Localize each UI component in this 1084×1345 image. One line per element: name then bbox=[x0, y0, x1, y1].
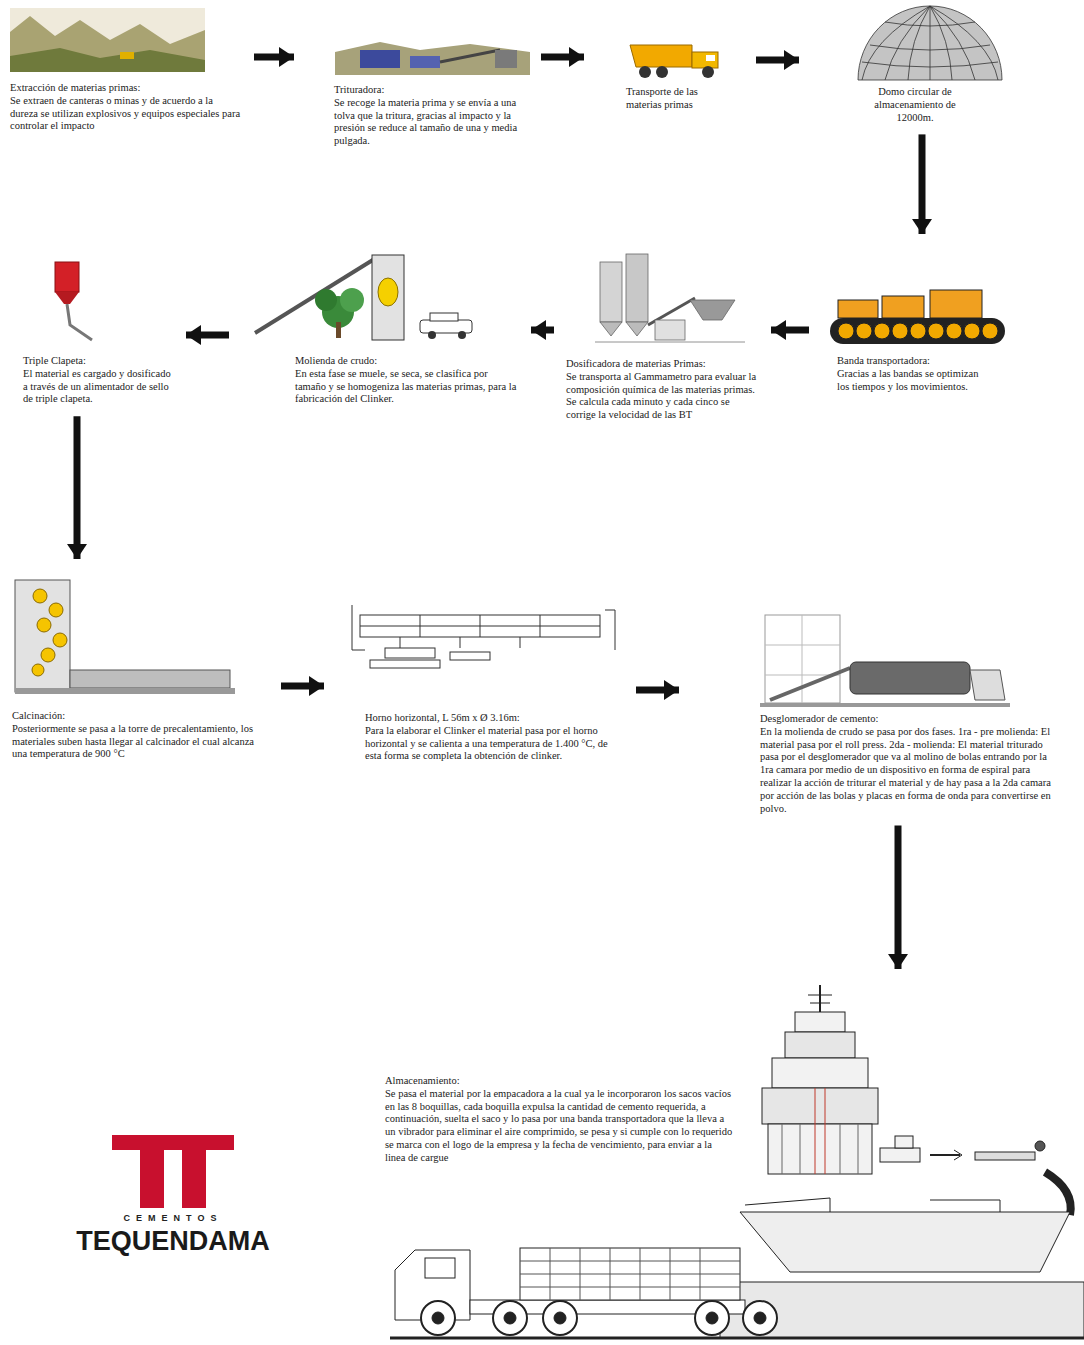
preheater-tower bbox=[15, 580, 235, 694]
process-step: Dosificadora de materias Primas:Se trans… bbox=[560, 240, 765, 426]
step-heading: Molienda de crudo: bbox=[295, 355, 517, 368]
step-heading: Trituradora: bbox=[334, 84, 530, 97]
rotary-kiln bbox=[352, 605, 615, 668]
process-step: Horno horizontal, L 56m x Ø 3.16m:Para l… bbox=[330, 565, 630, 767]
process-step: Banda transportadora:Gracias a las banda… bbox=[815, 240, 1020, 397]
flow-arrow bbox=[254, 54, 294, 61]
step-description: Se pasa el material por la empacadora a … bbox=[385, 1088, 733, 1165]
step-description: Se extraen de canteras o minas y de acue… bbox=[10, 95, 242, 133]
process-step: Trituradora:Se recoge la materia prima y… bbox=[300, 0, 535, 152]
step-heading: Horno horizontal, L 56m x Ø 3.16m: bbox=[365, 712, 623, 725]
flow-arrow bbox=[919, 134, 926, 234]
step-description: El material es cargado y dosificado a tr… bbox=[23, 368, 173, 406]
step-description: Para la elaborar el Clinker el material … bbox=[365, 725, 623, 763]
packing-plant bbox=[390, 985, 1084, 1338]
flow-arrow bbox=[281, 683, 324, 690]
step-description: Se recoge la materia prima y se envía a … bbox=[334, 97, 530, 148]
step-heading: Domo circular de almacenamiento de 12000… bbox=[860, 86, 970, 124]
process-step: Molienda de crudo:En esta fase se muele,… bbox=[235, 240, 525, 410]
flow-arrow bbox=[531, 327, 554, 334]
cement-mill bbox=[760, 615, 1010, 707]
step-heading: Transporte de las materias primas bbox=[626, 86, 736, 112]
process-step: Almacenamiento:Se pasa el material por l… bbox=[385, 975, 1080, 1340]
flow-arrow bbox=[636, 687, 679, 694]
step-heading: Triple Clapeta: bbox=[23, 355, 173, 368]
process-step: Desglomerador de cemento:En la molienda … bbox=[685, 565, 1070, 819]
flow-arrow bbox=[74, 416, 81, 559]
step-heading: Desglomerador de cemento: bbox=[760, 713, 1060, 726]
step-heading: Calcinación: bbox=[12, 710, 267, 723]
step-description: Se transporta al Gammametro para evaluar… bbox=[566, 371, 758, 422]
flow-arrow bbox=[186, 332, 229, 339]
step-description: Posteriormente se pasa a la torre de pre… bbox=[12, 723, 267, 761]
step-heading: Extracción de materias primas: bbox=[10, 82, 242, 95]
step-description: Gracias a las bandas se optimizan los ti… bbox=[837, 368, 987, 394]
dosing-plant bbox=[595, 254, 745, 342]
logo-name: TEQUENDAMA bbox=[76, 1226, 270, 1257]
flow-arrow bbox=[756, 57, 799, 64]
storage-dome bbox=[858, 6, 1002, 80]
crusher-picture bbox=[335, 42, 530, 75]
dump-truck bbox=[630, 45, 718, 78]
raw-mill bbox=[255, 255, 472, 340]
process-step: Domo circular de almacenamiento de 12000… bbox=[805, 0, 1020, 128]
step-description: En la molienda de crudo se pasa por dos … bbox=[760, 726, 1060, 816]
flow-arrow bbox=[541, 54, 584, 61]
step-description: En esta fase se muele, se seca, se clasi… bbox=[295, 368, 517, 406]
process-step: Transporte de las materias primas bbox=[590, 0, 750, 116]
flow-arrow bbox=[895, 825, 902, 969]
flow-arrow bbox=[771, 327, 809, 334]
step-heading: Almacenamiento: bbox=[385, 1075, 733, 1088]
triple-flap-feeder bbox=[55, 262, 92, 340]
step-heading: Dosificadora de materias Primas: bbox=[566, 358, 758, 371]
step-heading: Banda transportadora: bbox=[837, 355, 987, 368]
conveyor-belt bbox=[830, 290, 1005, 344]
process-step: Extracción de materias primas:Se extraen… bbox=[8, 0, 248, 137]
company-logo bbox=[112, 1135, 234, 1208]
logo-subtitle: CEMENTOS bbox=[124, 1213, 223, 1223]
quarry-picture bbox=[10, 8, 205, 72]
process-step: Calcinación:Posteriormente se pasa a la … bbox=[10, 565, 275, 765]
process-step: Triple Clapeta:El material es cargado y … bbox=[15, 240, 180, 410]
